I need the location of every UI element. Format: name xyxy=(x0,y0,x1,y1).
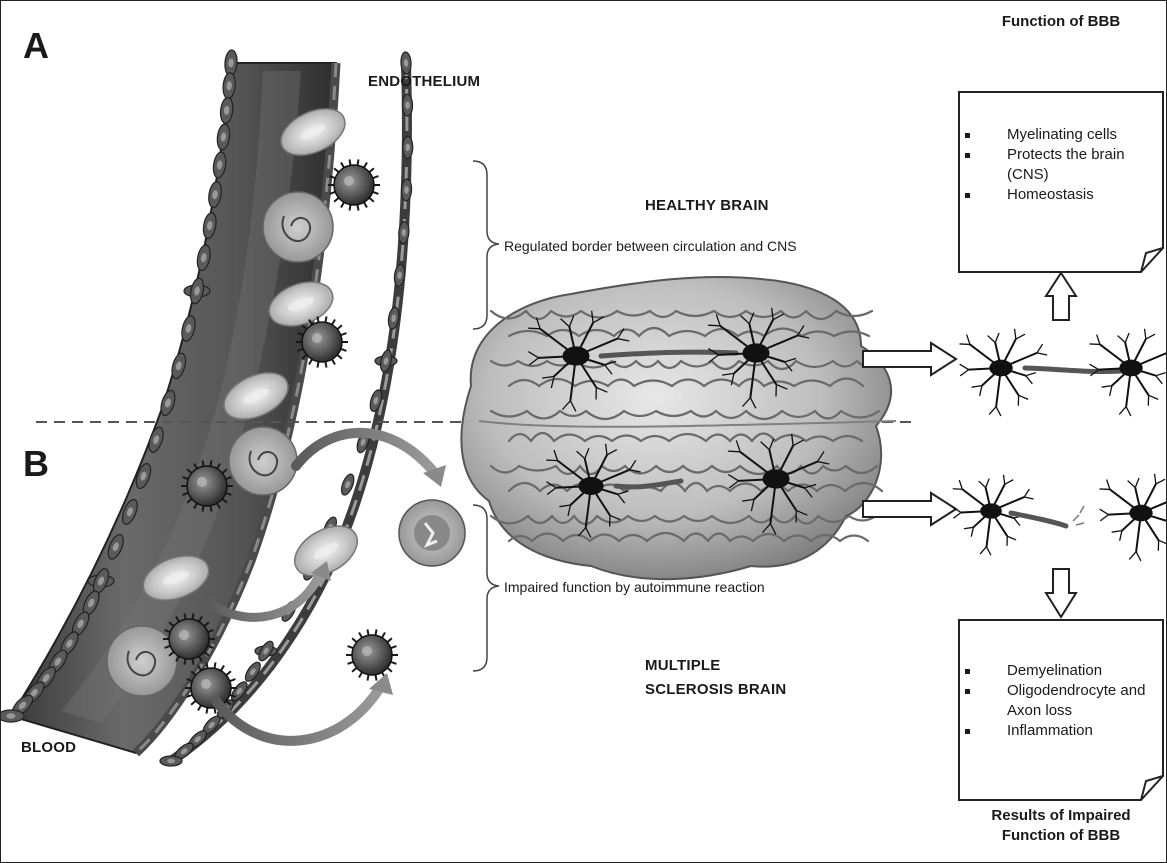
ms-brain-title-line1: MULTIPLE xyxy=(645,657,720,674)
function-box-title: Function of BBB xyxy=(959,13,1163,30)
blood-label: BLOOD xyxy=(21,739,76,756)
healthy-neuron xyxy=(960,329,1121,416)
results-item: Oligodendrocyte and Axon loss xyxy=(961,681,1161,721)
damaged-neuron xyxy=(953,475,1066,555)
leukocyte xyxy=(107,626,177,696)
axon-fragment xyxy=(1073,506,1084,525)
leukocyte xyxy=(229,427,297,495)
healthy-neuron xyxy=(1100,474,1166,561)
arrow-to-damaged-neurons xyxy=(863,493,956,525)
endothelial-cell xyxy=(160,756,182,766)
function-list: Myelinating cells Protects the brain (CN… xyxy=(961,125,1161,205)
arrow-down-to-results xyxy=(1046,569,1076,617)
function-item: Protects the brain (CNS) xyxy=(961,145,1161,185)
regulated-border-text: Regulated border between circulation and… xyxy=(504,238,797,254)
function-item: Homeostasis xyxy=(961,185,1161,205)
endothelial-cell xyxy=(402,94,412,116)
results-item: Inflammation xyxy=(961,721,1161,741)
results-box-title-line2: Function of BBB xyxy=(959,827,1163,844)
leukocyte-damaged xyxy=(399,500,465,566)
arrow-up-to-function xyxy=(1046,273,1076,320)
results-list: Demyelination Oligodendrocyte and Axon l… xyxy=(961,661,1161,741)
bracket-impaired xyxy=(473,505,499,671)
endothelial-cell xyxy=(401,179,412,201)
t-cell xyxy=(346,629,398,680)
function-item: Myelinating cells xyxy=(961,125,1161,145)
brain-illustration xyxy=(461,277,896,579)
endothelial-cell xyxy=(403,136,413,158)
results-item: Demyelination xyxy=(961,661,1161,681)
endothelium-label: ENDOTHELIUM xyxy=(368,73,480,90)
ms-brain-title-line2: SCLEROSIS BRAIN xyxy=(645,681,786,698)
impaired-function-text: Impaired function by autoimmune reaction xyxy=(504,579,765,595)
panel-label-a: A xyxy=(23,25,49,67)
t-cell xyxy=(328,159,380,210)
endothelial-cell xyxy=(1,710,24,722)
results-box-title-line1: Results of Impaired xyxy=(959,807,1163,824)
panel-label-b: B xyxy=(23,443,49,485)
healthy-brain-title: HEALTHY BRAIN xyxy=(645,197,769,214)
leukocyte xyxy=(263,192,333,262)
neurons-right xyxy=(953,329,1166,561)
bracket-healthy xyxy=(473,161,499,329)
